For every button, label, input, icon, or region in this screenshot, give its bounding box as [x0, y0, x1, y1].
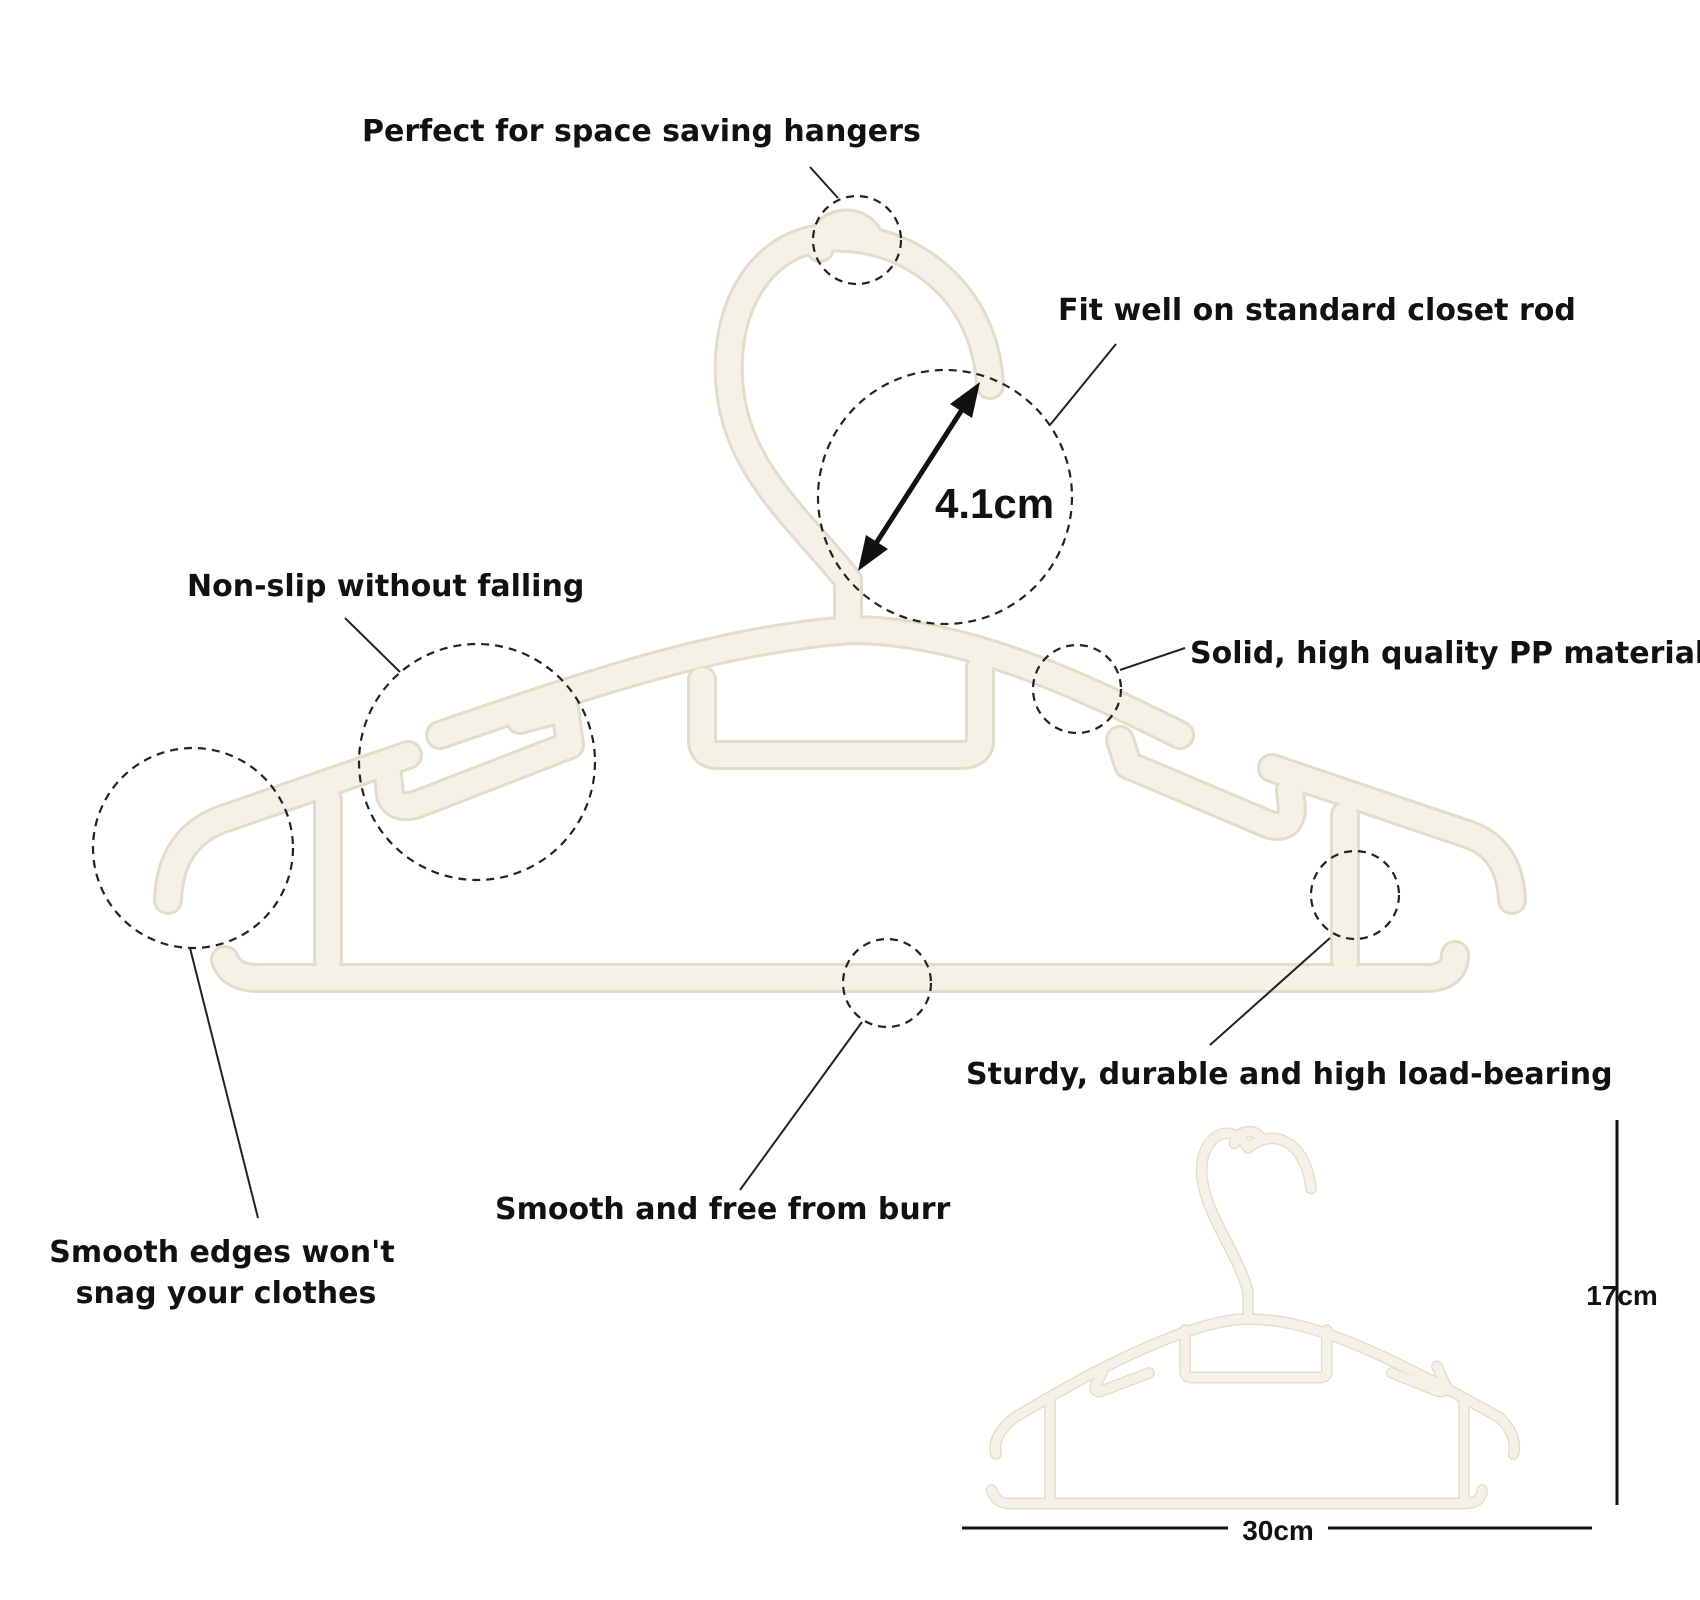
label-smooth-burr: Smooth and free from burr [495, 1192, 951, 1227]
label-non-slip: Non-slip without falling [187, 569, 584, 604]
leader-space-saving [809, 166, 839, 199]
label-space-saving: Perfect for space saving hangers [362, 114, 921, 149]
callout-circle-smooth-edges [91, 746, 295, 950]
small-hanger-illustration [985, 1126, 1521, 1510]
label-closet-rod: Fit well on standard closet rod [1058, 293, 1576, 328]
callout-circle-hook-opening [816, 368, 1074, 626]
width-dimension-label: 30cm [1242, 1515, 1314, 1546]
hook-opening-arrow [858, 382, 980, 571]
label-load-bearing: Sturdy, durable and high load-bearing [966, 1057, 1613, 1092]
callout-circle-smooth-burr [841, 937, 933, 1029]
label-smooth-edges: Smooth edges won't [49, 1235, 394, 1270]
leader-non-slip [344, 617, 401, 673]
callout-circle-pp-material [1031, 643, 1123, 735]
callout-circle-top-loop [811, 194, 903, 286]
callout-circle-load-bearing [1309, 849, 1401, 941]
callout-circle-non-slip [357, 642, 597, 882]
leader-smooth-burr [739, 1021, 863, 1191]
height-dimension-label: 17cm [1586, 1280, 1658, 1311]
hook-opening-dimension: 4.1cm [935, 480, 1054, 527]
label-smooth-edges-2: snag your clothes [76, 1276, 377, 1311]
leader-pp-material [1119, 647, 1186, 671]
label-pp-material: Solid, high quality PP material [1190, 636, 1700, 671]
leader-load-bearing [1209, 937, 1331, 1046]
leader-closet-rod [1049, 343, 1117, 426]
leader-smooth-edges [189, 947, 259, 1219]
